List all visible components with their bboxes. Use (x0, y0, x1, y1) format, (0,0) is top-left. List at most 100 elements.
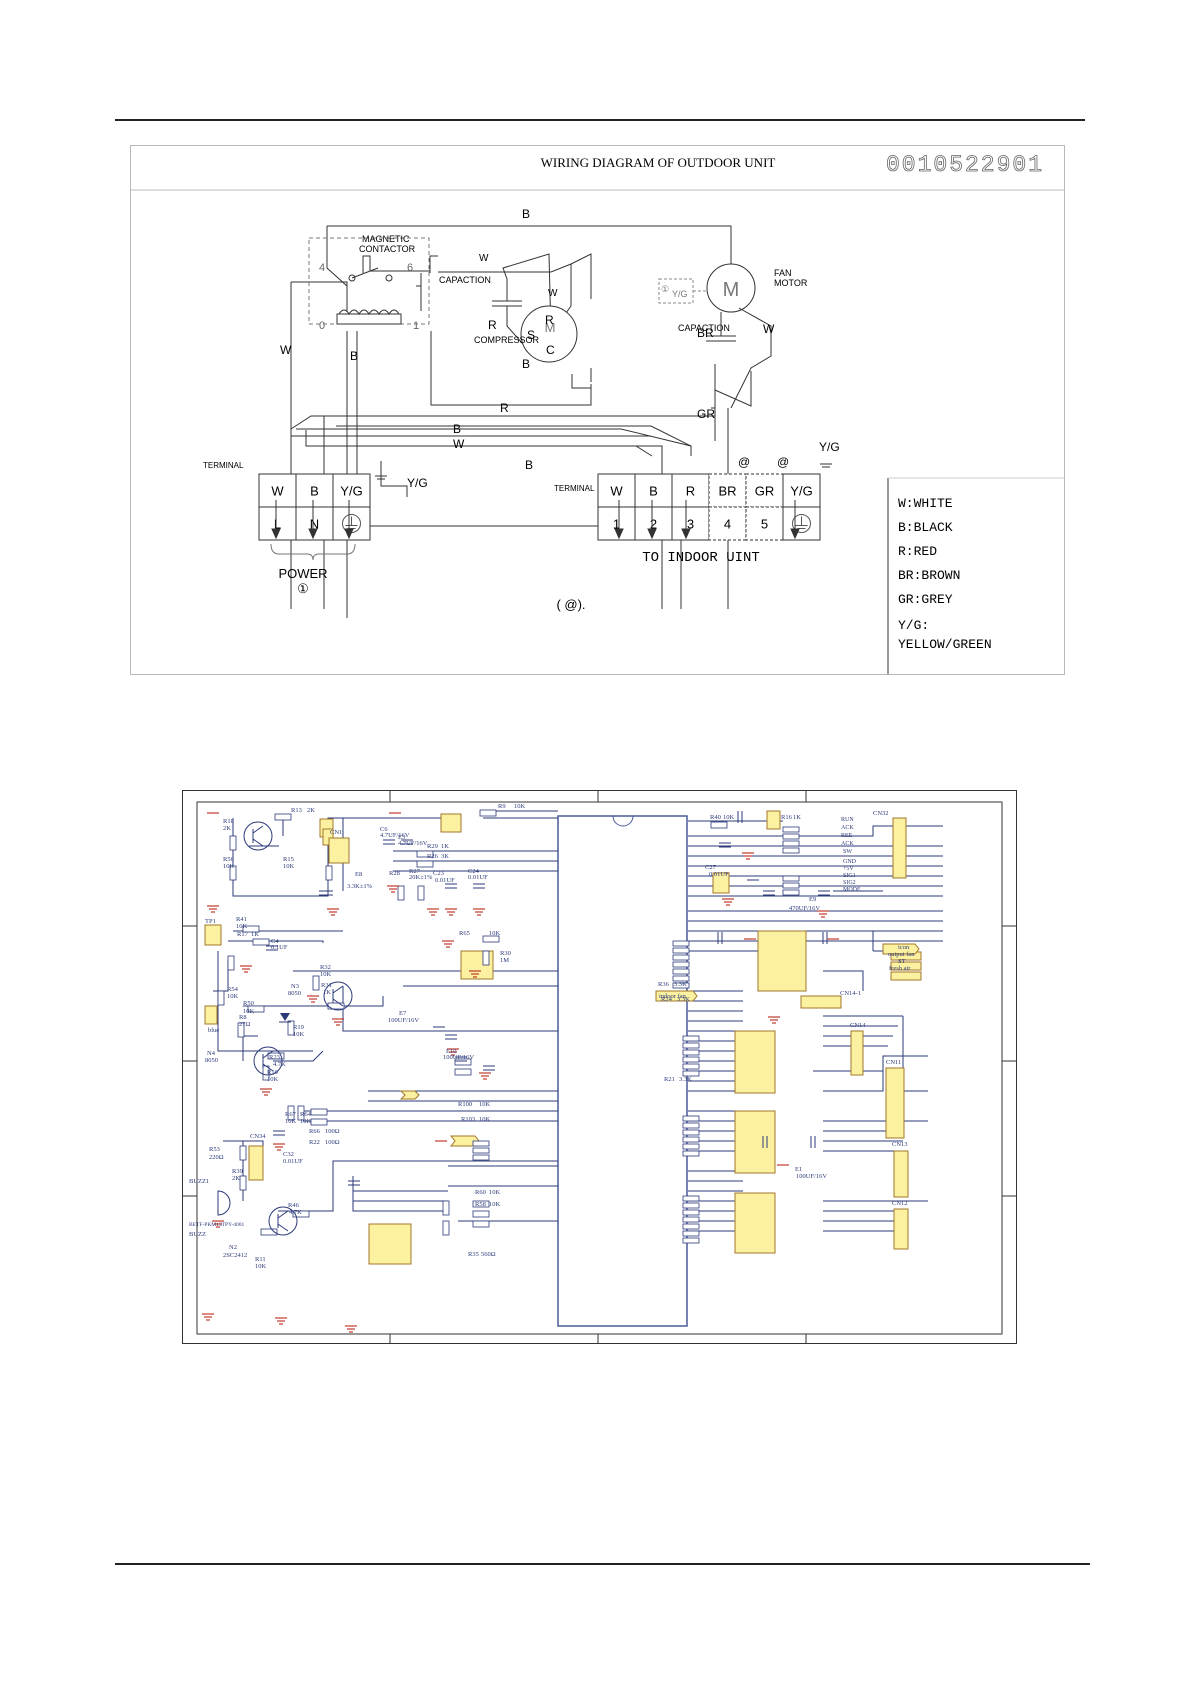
label-r50: R50 (243, 1000, 254, 1007)
label-tp1: TP1 (205, 918, 216, 925)
label-r8: R8 (239, 1014, 247, 1021)
frame-ticks (183, 791, 1016, 1343)
svg-text:ACK: ACK (841, 841, 854, 847)
footer-rule (115, 1563, 1090, 1565)
label-c27v: 0.01UF (709, 871, 729, 878)
terminal_left-top-2: Y/G (340, 484, 362, 499)
mcu-chip (557, 815, 688, 1327)
label-r21: R21 (664, 1076, 675, 1083)
label-r13v: 2K (307, 807, 315, 814)
label-c4: C4 (271, 938, 279, 945)
terminal_right-bottom-0: 1 (613, 517, 620, 532)
blue-connector (204, 1005, 218, 1025)
label-r22v: 100Ω (325, 1139, 340, 1146)
diagram-title: WIRING DIAGRAM OF OUTDOOR UNIT (541, 155, 776, 170)
compressor-r: R (545, 313, 554, 327)
connector-mid-right (712, 872, 730, 894)
terminal_right-top-0: W (610, 484, 623, 499)
label-r65v: 10K (489, 930, 501, 937)
label-c24v: 0.01UF (468, 874, 488, 881)
diode-icon (280, 1013, 290, 1021)
label-r27: R27 (409, 868, 421, 875)
label-r53: R53 (209, 1146, 220, 1153)
label-r30: R30 (500, 950, 511, 957)
label-c23: C23 (433, 870, 444, 877)
label-buzz1: BUZZ1 (189, 1178, 209, 1185)
wire-label-bottom-b: B (525, 458, 533, 472)
label-n2v: 2SC2412 (223, 1252, 247, 1259)
coil-body (336, 313, 402, 325)
transistor-top-icon (243, 821, 273, 851)
label-r39: R39 (232, 1168, 243, 1175)
transistors (243, 821, 353, 1236)
legend-item-0: W:WHITE (898, 496, 953, 511)
wire-label-fan-gr: GR (697, 407, 715, 421)
label-r9v: 10K (514, 803, 526, 810)
terminal_right-cell-bottom-2 (671, 506, 710, 541)
label-r54: R54 (227, 986, 239, 993)
label-r35v: 560Ω (481, 1251, 496, 1258)
fan-ground-circle: ① (661, 284, 669, 294)
ic-driver-1 (757, 930, 807, 992)
label-st: ST (898, 958, 906, 965)
cn13-connector (893, 1150, 909, 1198)
power-label: POWER (278, 566, 327, 581)
label-r50v: 10K (243, 1008, 255, 1015)
wire-label-mid-r: R (500, 401, 509, 415)
wire-label-comp-w: W (548, 288, 558, 299)
coil-1: 1 (413, 320, 419, 332)
contact-dot-left (348, 274, 356, 282)
label-r100v: 10K (479, 1101, 491, 1108)
label-output-fan: output fan (888, 951, 915, 958)
label-cn14: CN14 (850, 1022, 866, 1029)
legend-item-2: R:RED (898, 544, 937, 559)
contactor-label: MAGNETIC (362, 234, 410, 244)
fan-motor-label: FAN (774, 268, 792, 278)
label-r21v: 3.3K (679, 1076, 692, 1083)
terminal_right-top-3: BR (718, 484, 736, 499)
label-c24: C24 (468, 868, 480, 875)
label-n3: N3 (291, 983, 299, 990)
power-brace (270, 543, 356, 561)
label-r36v: 3.3K (674, 981, 687, 988)
label-e9v: 470UF/16V (789, 905, 820, 912)
indoor-fan-tag (655, 990, 698, 1002)
compressor-s: S (527, 328, 535, 342)
label-r40v: 10K (723, 814, 735, 821)
label-r53v: 220Ω (209, 1154, 224, 1161)
connector-top-right (766, 810, 781, 830)
label-e10v: 100UF/16V (443, 1054, 474, 1061)
arrow-tag-1 (399, 1090, 420, 1100)
terminal-left-label: TERMINAL (203, 461, 244, 470)
label-r103v: 10K (479, 1116, 491, 1123)
label-r60v: 10K (489, 1189, 501, 1196)
wire-label-left-b: B (350, 349, 358, 363)
terminal_right-top-2: R (686, 484, 695, 499)
label-r64: R64 (300, 1111, 312, 1118)
coil-0: 0 (319, 320, 325, 332)
label-buzzer-model: BETF-PKM13TPY-4001 (189, 1222, 245, 1228)
label-cn1: CN1 (330, 829, 342, 836)
label-cn14-1: CN14-1 (840, 990, 861, 997)
cap-comp-label: CAPACTION (439, 275, 491, 285)
label-c6: C6 (380, 826, 388, 833)
label-r39v: 2K (232, 1175, 240, 1182)
wire-label-left-w: W (280, 343, 292, 357)
svg-text:RUN: RUN (841, 817, 854, 823)
terminal_right-cell-bottom-3 (708, 506, 747, 541)
label-r54v: 10K (227, 993, 239, 1000)
svg-text:GND: GND (843, 859, 857, 865)
label-r26v: 3K (441, 853, 449, 860)
terminal_right-cell-top-2 (671, 473, 710, 508)
svg-text:+5V: +5V (843, 866, 854, 872)
label-r67: R67 (285, 1111, 297, 1118)
cap-fan-label: CAPACTION (678, 323, 730, 333)
transistor-n4-icon (253, 1046, 283, 1076)
fan-motor-label-2: MOTOR (774, 278, 808, 288)
label-e1v: 100UF/16V (796, 1173, 827, 1180)
svg-text:ACK: ACK (841, 825, 854, 831)
ic-eeprom (368, 1223, 412, 1265)
contact-4: 4 (319, 262, 325, 274)
terminal_right-top-1: B (649, 484, 658, 499)
